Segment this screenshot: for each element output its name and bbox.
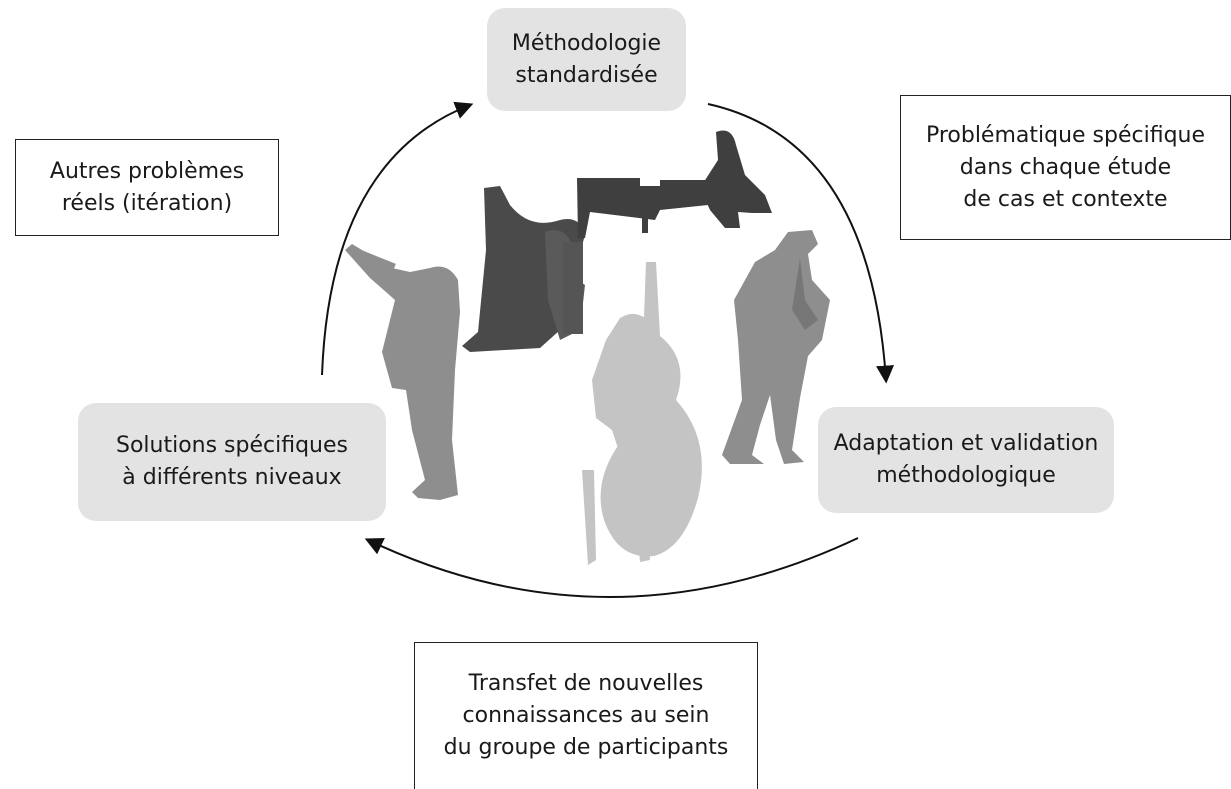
node-solutions: Solutions spécifiques à différents nivea…: [78, 403, 386, 521]
annotation-problematic-line-1: Problématique spécifique: [925, 122, 1206, 148]
annotation-iteration-line-1: Autres problèmes: [49, 158, 245, 184]
annotation-iteration: Autres problèmes réels (itération): [15, 139, 279, 236]
node-methodology-line-1: Méthodologie: [511, 30, 662, 56]
annotation-problematic: Problématique spécifique dans chaque étu…: [900, 95, 1231, 240]
node-adaptation: Adaptation et validation méthodologique: [818, 407, 1114, 513]
arrow-methodology-to-adaptation: [707, 103, 895, 384]
arrow-solutions-to-methodology: [321, 101, 474, 376]
pianist-silhouette: [577, 130, 772, 238]
node-methodology-line-2: standardisée: [515, 62, 658, 88]
musicians-illustration: [345, 130, 830, 565]
harpist-silhouette: [462, 186, 585, 352]
annotation-problematic-line-3: de cas et contexte: [963, 186, 1168, 212]
double-bass-player-silhouette: [582, 262, 702, 565]
node-methodology: Méthodologie standardisée: [487, 8, 686, 111]
node-adaptation-line-1: Adaptation et validation: [833, 431, 1099, 456]
annotation-transfer: Transfet de nouvelles connaissances au s…: [414, 642, 758, 789]
annotation-problematic-line-2: dans chaque étude: [959, 154, 1172, 180]
trumpeter-silhouette: [345, 244, 460, 500]
saxophonist-silhouette: [722, 230, 830, 464]
annotation-transfer-line-1: Transfet de nouvelles: [468, 671, 704, 696]
node-solutions-line-2: à différents niveaux: [122, 465, 342, 490]
arrow-adaptation-to-solutions: [364, 537, 859, 598]
node-adaptation-line-2: méthodologique: [876, 463, 1056, 488]
node-solutions-line-1: Solutions spécifiques: [115, 433, 348, 458]
annotation-transfer-line-2: connaissances au sein: [462, 703, 710, 728]
annotation-iteration-line-2: réels (itération): [61, 190, 233, 216]
annotation-transfer-line-3: du groupe de participants: [443, 735, 729, 760]
